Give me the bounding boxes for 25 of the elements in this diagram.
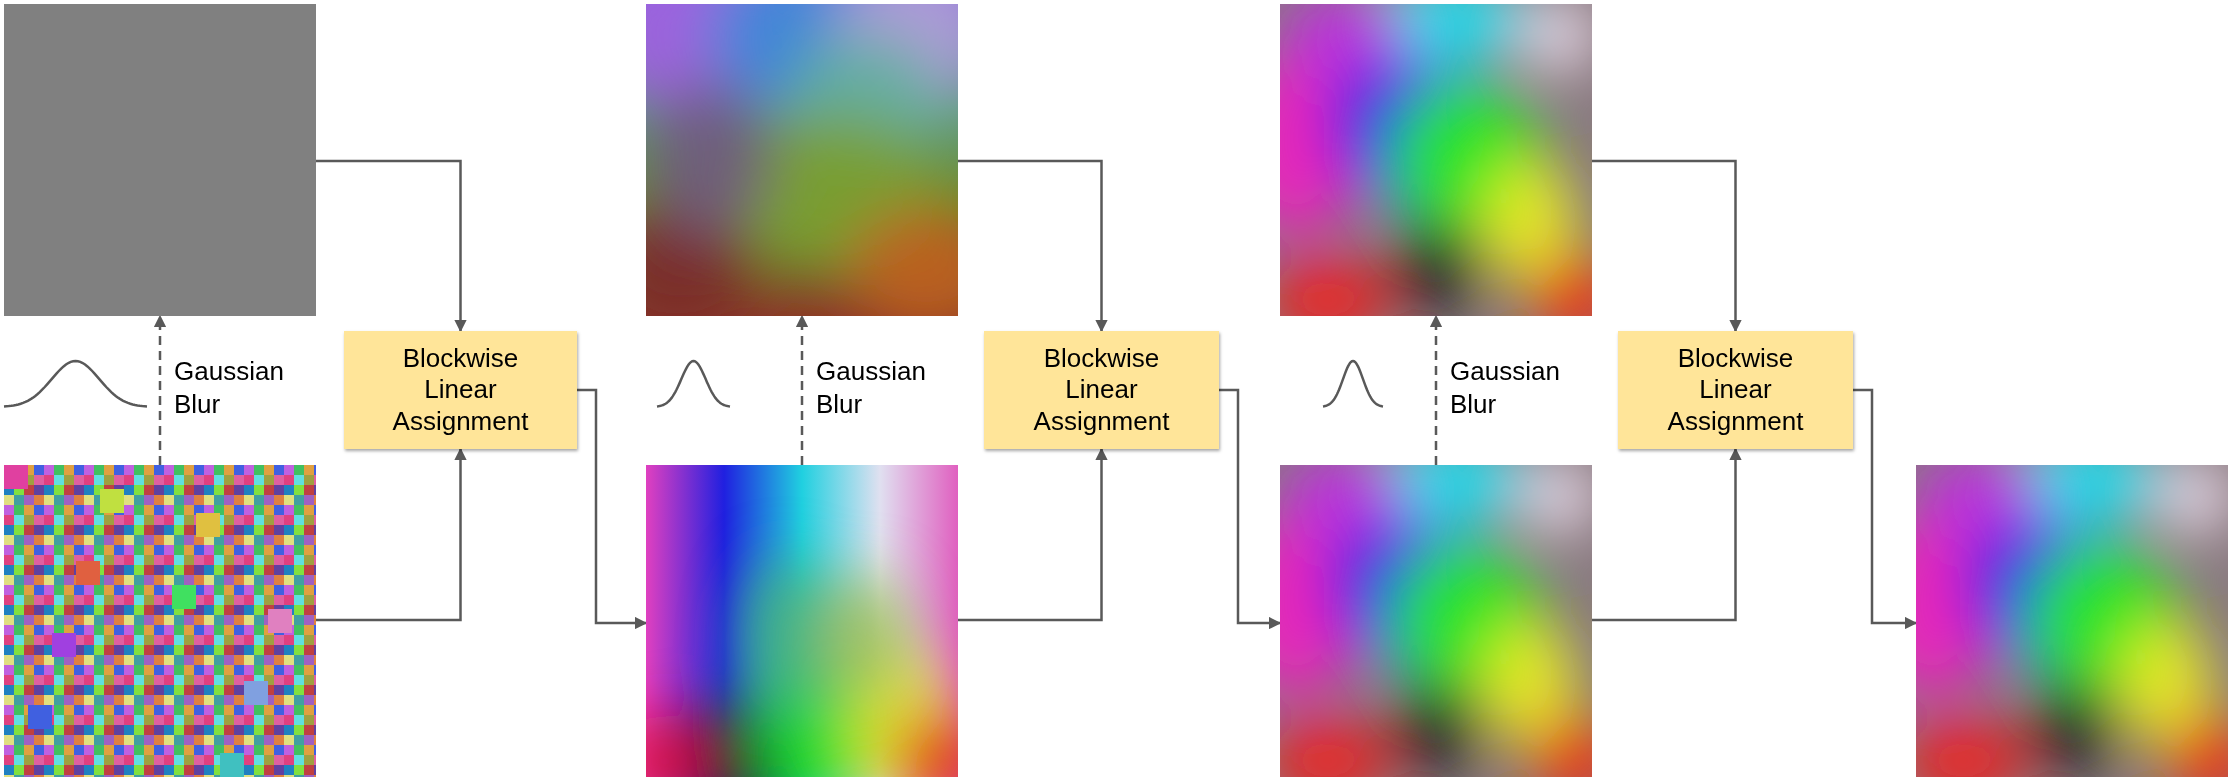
picture [646,4,958,316]
picture [4,465,316,777]
edge-label: Gaussian Blur [816,354,927,422]
arrow [1592,447,1742,622]
arrow [795,314,809,465]
picture [1916,465,2228,777]
picture [646,465,958,777]
edge-label: Gaussian Blur [174,354,285,422]
arrow [577,388,648,630]
arrow [1429,314,1443,465]
arrow [958,159,1108,333]
process-box: Blockwise Linear Assignment [1618,331,1853,449]
arrow [958,447,1108,622]
arrow [1853,388,1918,630]
picture [1280,4,1592,316]
arrow [153,314,167,465]
arrow [316,159,467,333]
arrow [1592,159,1742,333]
process-box: Blockwise Linear Assignment [984,331,1219,449]
arrow [1219,388,1282,630]
process-box: Blockwise Linear Assignment [344,331,577,449]
edge-label: Gaussian Blur [1450,354,1561,422]
picture [4,4,316,316]
arrow [316,447,467,622]
picture [1280,465,1592,777]
